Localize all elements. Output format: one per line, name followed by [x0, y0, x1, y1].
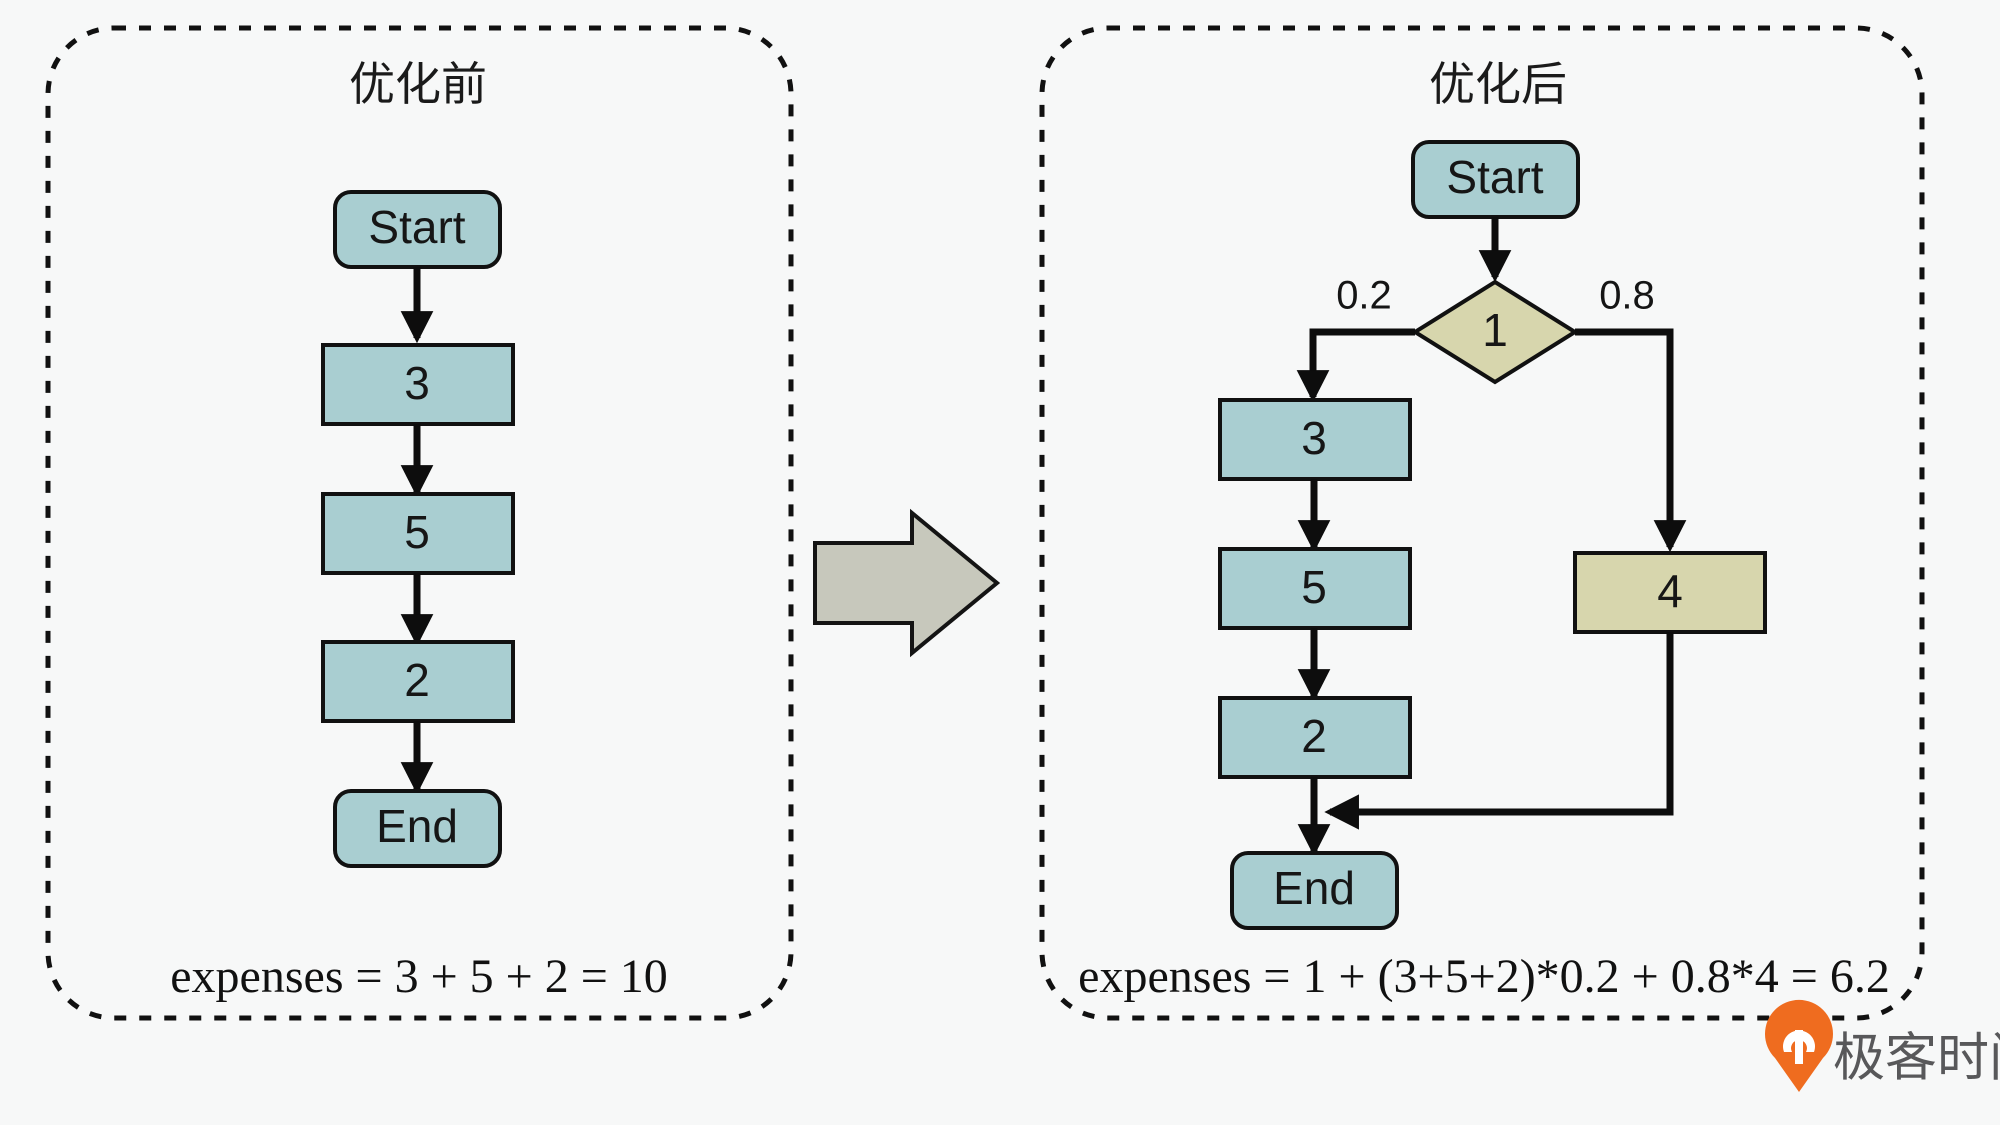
formula-after: expenses = 1 + (3+5+2)*0.2 + 0.8*4 = 6.2: [1078, 950, 1890, 1003]
panel-before: 优化前 Start 3 5 2 End expenses = 3 + 5 + 2…: [45, 25, 794, 1021]
panel-before-title: 优化前: [349, 58, 487, 110]
node-after-5[interactable]: [1218, 547, 1412, 630]
watermark-text: 极客时间: [1833, 1030, 2000, 1088]
node-after-3[interactable]: [1218, 398, 1412, 481]
node-after-4[interactable]: [1573, 551, 1767, 634]
edge-label-0-2: 0.2: [1336, 274, 1392, 318]
node-after-decision[interactable]: [1411, 279, 1579, 385]
node-before-end-label: End: [376, 800, 458, 852]
node-before-start-label: Start: [368, 201, 465, 253]
node-after-2-label: 2: [1301, 710, 1327, 762]
geektime-logo-icon: [1765, 999, 1833, 1092]
edge-after-4-to-end: [1324, 632, 1674, 830]
formula-before: expenses = 3 + 5 + 2 = 10: [170, 950, 668, 1003]
node-before-5[interactable]: [321, 492, 515, 575]
node-before-3-label: 3: [404, 357, 430, 409]
edge-label-0-8: 0.8: [1599, 274, 1655, 318]
watermark: 极客时间: [1765, 999, 2000, 1092]
edge-after-decision-to-3: [1296, 328, 1415, 403]
node-before-3[interactable]: [321, 343, 515, 426]
node-after-decision-label: 1: [1482, 304, 1508, 356]
right-arrow-icon: [813, 508, 1001, 658]
node-after-start-label: Start: [1446, 151, 1543, 203]
node-after-2[interactable]: [1218, 696, 1412, 779]
node-after-3-label: 3: [1301, 412, 1327, 464]
node-before-2-label: 2: [404, 654, 430, 706]
node-after-end[interactable]: [1230, 851, 1399, 930]
node-after-5-label: 5: [1301, 561, 1327, 613]
node-before-5-label: 5: [404, 506, 430, 558]
node-before-end[interactable]: [333, 789, 502, 868]
panel-after: 优化后 Start 1 0.2 0.8 3 5 2: [1039, 25, 1925, 1021]
edge-after-decision-to-4: [1575, 328, 1687, 553]
node-after-end-label: End: [1273, 862, 1355, 914]
node-after-4-label: 4: [1657, 565, 1683, 617]
panel-after-title: 优化后: [1429, 58, 1567, 110]
transition-arrow-group: [813, 508, 1001, 658]
